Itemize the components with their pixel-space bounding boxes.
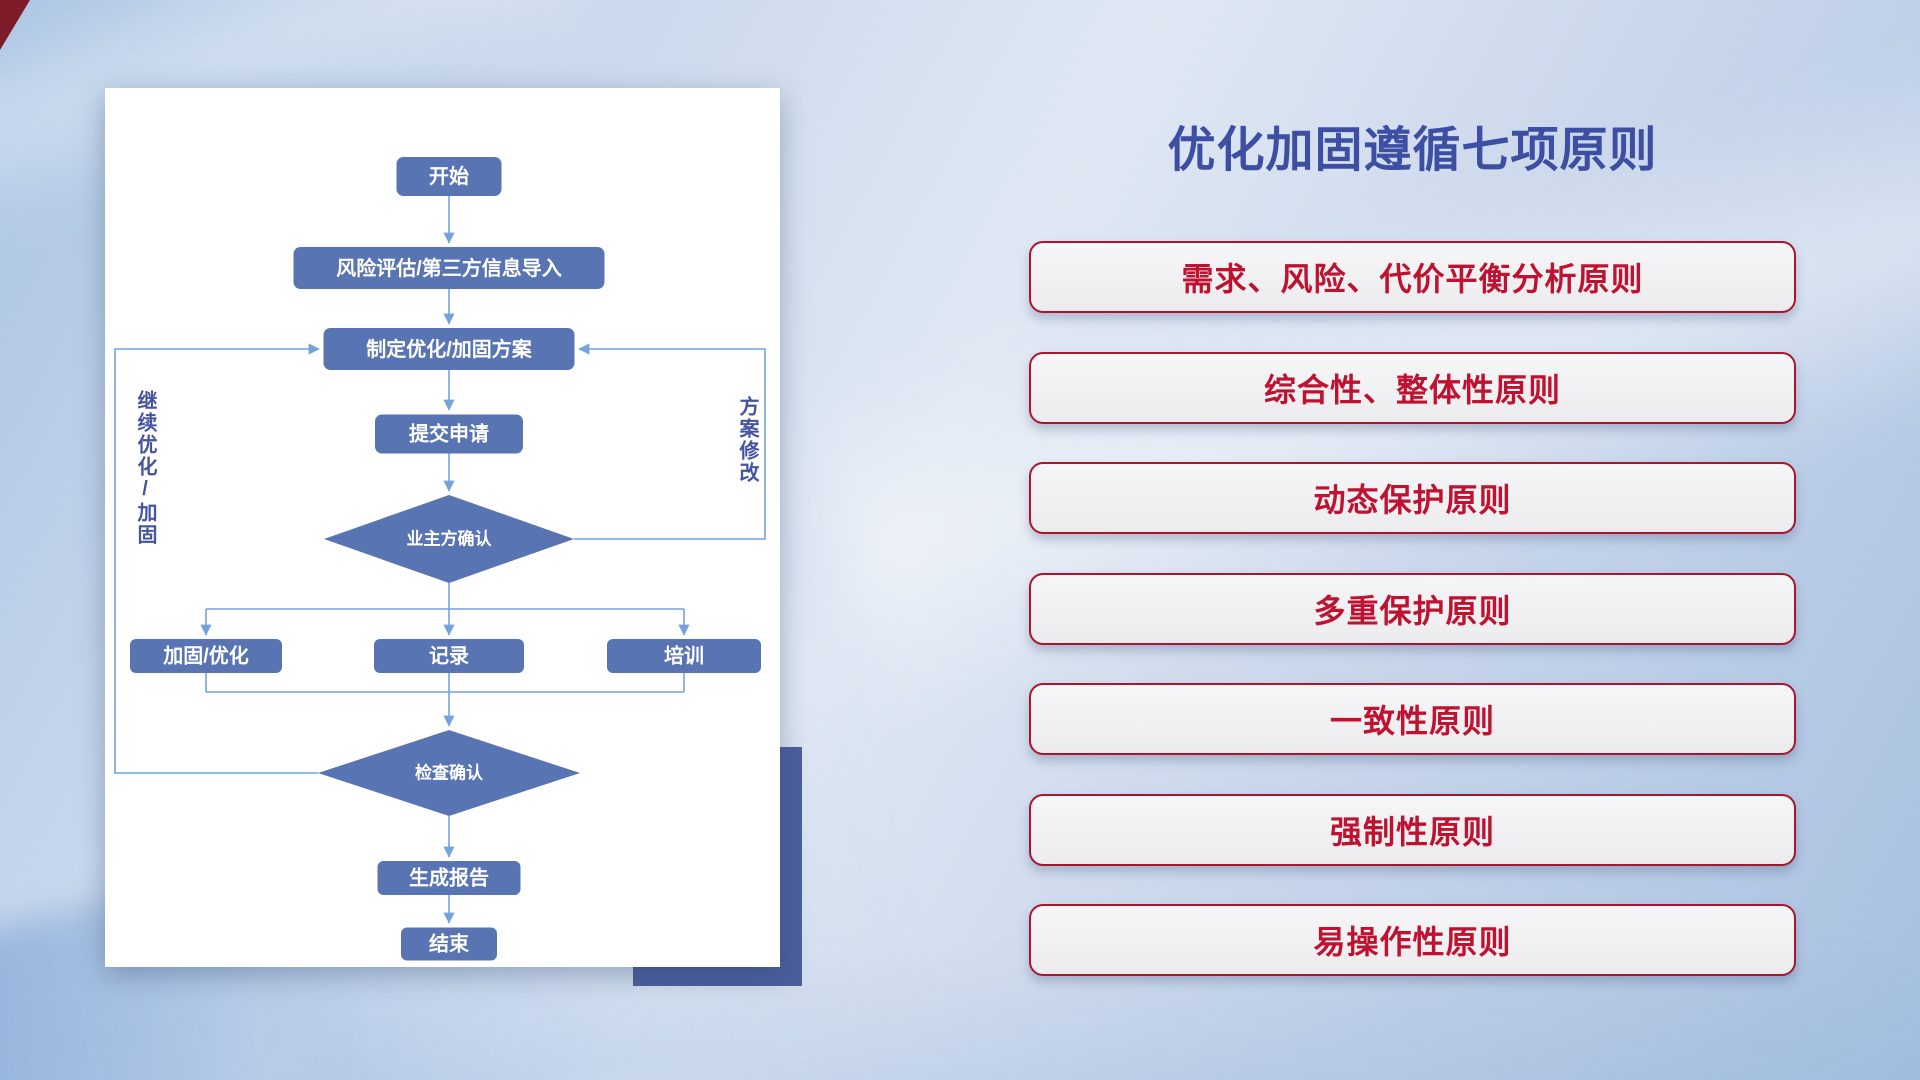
flow-decision-check-confirm-label: 检查确认: [415, 763, 484, 783]
slide-title: 优化加固遵循七项原则: [1167, 124, 1658, 177]
principle-box-4: 多重保护原则: [1029, 572, 1796, 645]
flow-node-make-plan: [323, 328, 575, 370]
flow-decision-owner-confirm: [324, 495, 574, 583]
principle-label: 强制性原则: [1329, 813, 1495, 850]
flow-node-report-label: 生成报告: [409, 866, 489, 890]
flow-node-harden-label: 加固/优化: [162, 644, 249, 668]
flow-node-submit: [375, 414, 523, 454]
flow-node-record-label: 记录: [429, 645, 469, 668]
principle-label: 易操作性原则: [1313, 924, 1512, 960]
principle-box-7: 易操作性原则: [1029, 904, 1796, 976]
flow-node-make-plan-label: 制定优化/加固方案: [366, 337, 533, 361]
flow-node-submit-label: 提交申请: [409, 422, 489, 446]
principle-label: 一致性原则: [1329, 703, 1495, 739]
flow-node-end-label: 结束: [429, 932, 470, 956]
flow-node-training-label: 培训: [664, 644, 704, 668]
principle-box-2: 综合性、整体性原则: [1029, 351, 1796, 424]
flow-node-start: [396, 157, 502, 196]
principle-box-1: 需求、风险、代价平衡分析原则: [1029, 241, 1796, 313]
flow-node-harden: [130, 639, 282, 673]
flowchart-diagram: 开始 风险评估/第三方信息导入 制定优化/加固方案 提交申请 业主方确认 加固/…: [114, 157, 766, 961]
principle-box-5: 一致性原则: [1029, 683, 1796, 755]
principle-box-6: 强制性原则: [1029, 793, 1796, 866]
flow-node-start-label: 开始: [429, 164, 469, 188]
flow-node-training: [607, 639, 761, 673]
left-loop-label: 继续优化/加固: [134, 390, 156, 546]
principle-label: 综合性、整体性原则: [1263, 371, 1561, 408]
principle-label: 动态保护原则: [1313, 482, 1512, 518]
flow-node-risk-import-label: 风险评估/第三方信息导入: [336, 256, 562, 280]
flow-node-risk-import: [293, 247, 605, 289]
right-loop-label: 方案修改: [736, 396, 758, 484]
flow-decision-owner-confirm-label: 业主方确认: [407, 529, 493, 549]
background-bottom-haze: [300, 960, 1920, 1080]
principle-box-3: 动态保护原则: [1029, 462, 1796, 534]
principle-label: 需求、风险、代价平衡分析原则: [1181, 261, 1644, 297]
principles-list: 需求、风险、代价平衡分析原则 综合性、整体性原则 动态保护原则 多重保护原则 一…: [1029, 241, 1796, 976]
principle-label: 多重保护原则: [1313, 592, 1512, 629]
loop-plan-modify: [574, 343, 766, 540]
corner-red-accent: [0, 0, 30, 50]
flowchart-card: 开始 风险评估/第三方信息导入 制定优化/加固方案 提交申请 业主方确认 加固/…: [105, 88, 780, 967]
flow-node-record: [374, 639, 524, 673]
